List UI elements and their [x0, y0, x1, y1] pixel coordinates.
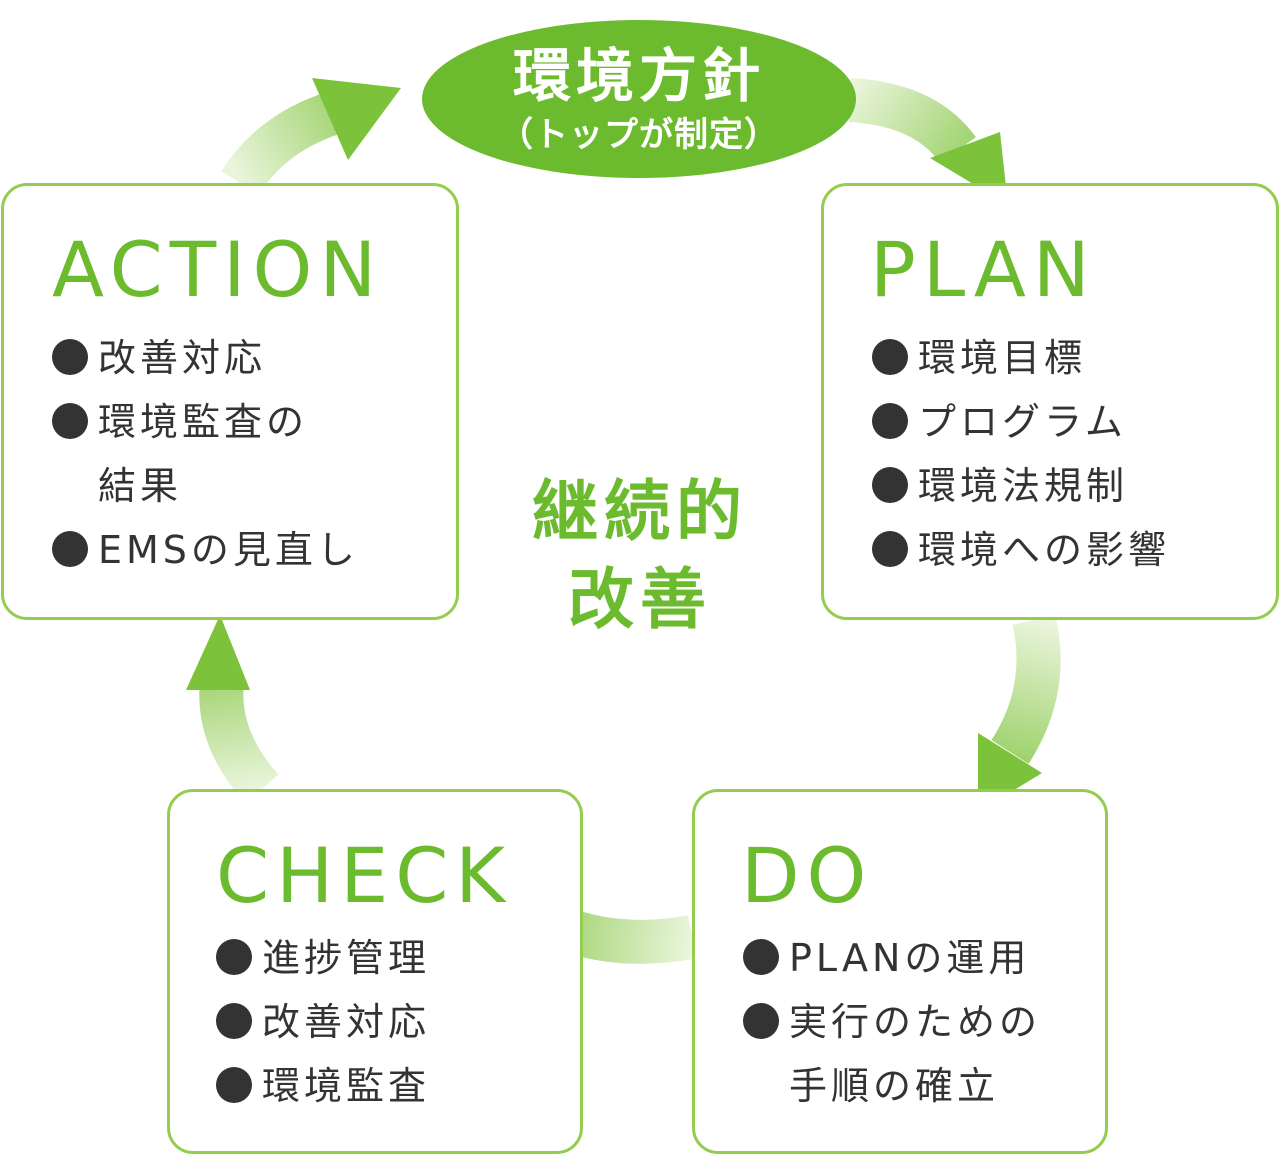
bullet-icon — [216, 939, 252, 975]
list-item: 進捗管理 — [216, 926, 430, 990]
do-title: DO — [741, 831, 874, 920]
item-text: 環境監査 — [262, 1064, 431, 1108]
action-box: ACTION 改善対応 環境監査の 結果 EMSの見直し — [1, 183, 459, 620]
list-item: 実行のための 手順の確立 — [743, 990, 1041, 1118]
action-items: 改善対応 環境監査の 結果 EMSの見直し — [52, 326, 359, 582]
bullet-icon — [52, 531, 88, 567]
item-text: 改善対応 — [98, 336, 267, 380]
item-text: 進捗管理 — [262, 936, 431, 980]
bullet-icon — [216, 1067, 252, 1103]
environmental-policy-ellipse: 環境方針 （トップが制定） — [422, 20, 856, 178]
policy-subtitle: （トップが制定） — [499, 115, 779, 155]
list-item: プログラム — [872, 390, 1170, 454]
bullet-icon — [216, 1003, 252, 1039]
bullet-icon — [743, 939, 779, 975]
action-title: ACTION — [52, 225, 384, 314]
list-item: EMSの見直し — [52, 518, 359, 582]
plan-box: PLAN 環境目標 プログラム 環境法規制 環境への影響 — [821, 183, 1279, 620]
plan-title: PLAN — [870, 225, 1097, 314]
bullet-icon — [872, 339, 908, 375]
list-item: 改善対応 — [216, 990, 430, 1054]
list-item: 環境監査の 結果 — [52, 390, 359, 518]
list-item: PLANの運用 — [743, 926, 1041, 990]
bullet-icon — [743, 1003, 779, 1039]
bullet-icon — [872, 531, 908, 567]
check-box: CHECK 進捗管理 改善対応 環境監査 — [167, 789, 583, 1154]
bullet-icon — [872, 403, 908, 439]
bullet-icon — [52, 339, 88, 375]
list-item: 改善対応 — [52, 326, 359, 390]
item-text: 実行のための 手順の確立 — [789, 1000, 1042, 1108]
center-line-1: 継続的 — [532, 473, 748, 550]
bullet-icon — [872, 467, 908, 503]
item-text: PLANの運用 — [789, 936, 1031, 980]
do-box: DO PLANの運用 実行のための 手順の確立 — [692, 789, 1108, 1154]
item-text: 環境目標 — [918, 336, 1087, 380]
arrow-action-to-policy — [221, 78, 401, 196]
item-text: 環境監査の 結果 — [98, 400, 309, 508]
policy-title: 環境方針 — [512, 42, 765, 110]
item-text: 環境法規制 — [918, 464, 1129, 508]
item-text: 改善対応 — [262, 1000, 431, 1044]
list-item: 環境監査 — [216, 1054, 430, 1118]
check-title: CHECK — [216, 831, 513, 920]
list-item: 環境法規制 — [872, 454, 1170, 518]
list-item: 環境への影響 — [872, 518, 1170, 582]
plan-items: 環境目標 プログラム 環境法規制 環境への影響 — [872, 326, 1170, 582]
do-items: PLANの運用 実行のための 手順の確立 — [743, 926, 1041, 1118]
arrow-plan-to-do — [978, 615, 1061, 812]
item-text: プログラム — [918, 400, 1127, 444]
bullet-icon — [52, 403, 88, 439]
list-item: 環境目標 — [872, 326, 1170, 390]
arrow-check-to-action — [186, 615, 279, 804]
center-line-2: 改善 — [568, 561, 712, 638]
item-text: EMSの見直し — [98, 528, 359, 572]
item-text: 環境への影響 — [918, 528, 1171, 572]
continuous-improvement-label: 継続的 改善 — [440, 468, 840, 644]
check-items: 進捗管理 改善対応 環境監査 — [216, 926, 430, 1118]
